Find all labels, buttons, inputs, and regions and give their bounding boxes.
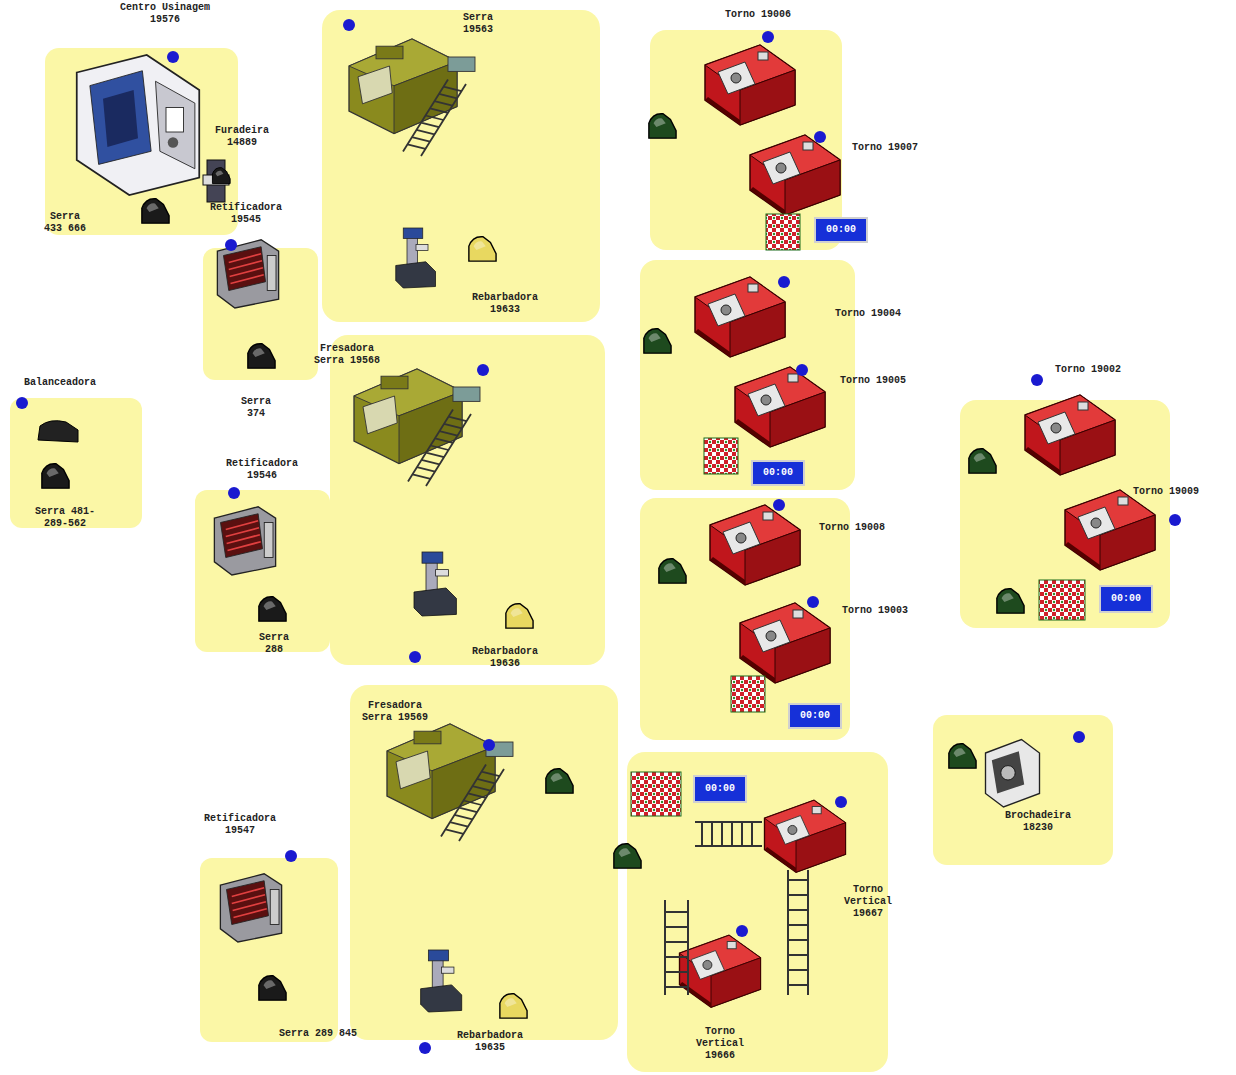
machine-label: Torno 19004: [835, 308, 901, 320]
machine-label: Retificadora 19546: [223, 458, 301, 482]
work-cell: Torno 19004Torno 1900500:00: [640, 260, 855, 490]
machine-label: Torno 19002: [1055, 364, 1121, 376]
machine-label: Serra 433 666: [40, 211, 90, 235]
work-cell: Serra 19563Rebarbadora 19633: [322, 10, 600, 322]
machine-label: Rebarbadora 19636: [468, 646, 543, 670]
machine-label: Serra 374: [238, 396, 274, 420]
machine-label: Furadeira 14889: [212, 125, 272, 149]
machine-label: Fresadora Serra 19569: [360, 700, 430, 724]
machine-label: Serra 289 845: [279, 1028, 357, 1040]
work-cell: Retificadora 19547Serra 289 845: [200, 858, 338, 1042]
machine-label: Torno 19005: [840, 375, 906, 387]
machine-label: Brochadeira 18230: [1003, 810, 1073, 834]
machine-label: Centro Usinagem 19576: [117, 2, 213, 26]
work-cell: Retificadora 19545Serra 374: [203, 248, 318, 380]
machine-label: Retificadora 19547: [201, 813, 279, 837]
work-cell: Centro Usinagem 19576Furadeira 14889Serr…: [45, 48, 238, 235]
machine-label: Torno 19003: [842, 605, 908, 617]
machine-label: Torno 19006: [725, 9, 791, 21]
machine-label: Torno 19009: [1133, 486, 1199, 498]
machine-label: Serra 288: [256, 632, 292, 656]
work-cell: Retificadora 19546Serra 288: [195, 490, 330, 652]
timer-text: 00:00: [800, 710, 830, 722]
timer-text: 00:00: [826, 224, 856, 236]
machine-label: Torno 19007: [852, 142, 918, 154]
machine-label: Fresadora Serra 19568: [312, 343, 382, 367]
work-cell: Fresadora Serra 19568Rebarbadora 19636: [330, 335, 605, 665]
timer-text: 00:00: [1111, 593, 1141, 605]
machine-label: Rebarbadora 19633: [468, 292, 543, 316]
machine-label: Rebarbadora 19635: [453, 1030, 528, 1054]
work-cell: Brochadeira 18230: [933, 715, 1113, 865]
timer-text: 00:00: [763, 467, 793, 479]
machine-label: Torno 19008: [819, 522, 885, 534]
machine-label: Torno Vertical 19666: [693, 1026, 747, 1062]
work-cell: 00:00Torno Vertical 19667Torno Vertical …: [627, 752, 888, 1072]
machine-label: Balanceadora: [24, 377, 96, 389]
machine-label: Torno Vertical 19667: [841, 884, 895, 920]
work-cell: Torno 19008Torno 1900300:00: [640, 498, 850, 740]
work-cell: Fresadora Serra 19569Rebarbadora 19635: [350, 685, 618, 1040]
machine-label: Serra 481-289-562: [29, 506, 101, 530]
machine-label: Retificadora 19545: [207, 202, 285, 226]
work-cell: Torno 19002Torno 1900900:00: [960, 400, 1170, 628]
machine-label: Serra 19563: [458, 12, 498, 36]
timer-text: 00:00: [705, 783, 735, 795]
work-cell: Torno 19006Torno 1900700:00: [650, 30, 842, 250]
work-cell: BalanceadoraSerra 481-289-562: [10, 398, 142, 528]
